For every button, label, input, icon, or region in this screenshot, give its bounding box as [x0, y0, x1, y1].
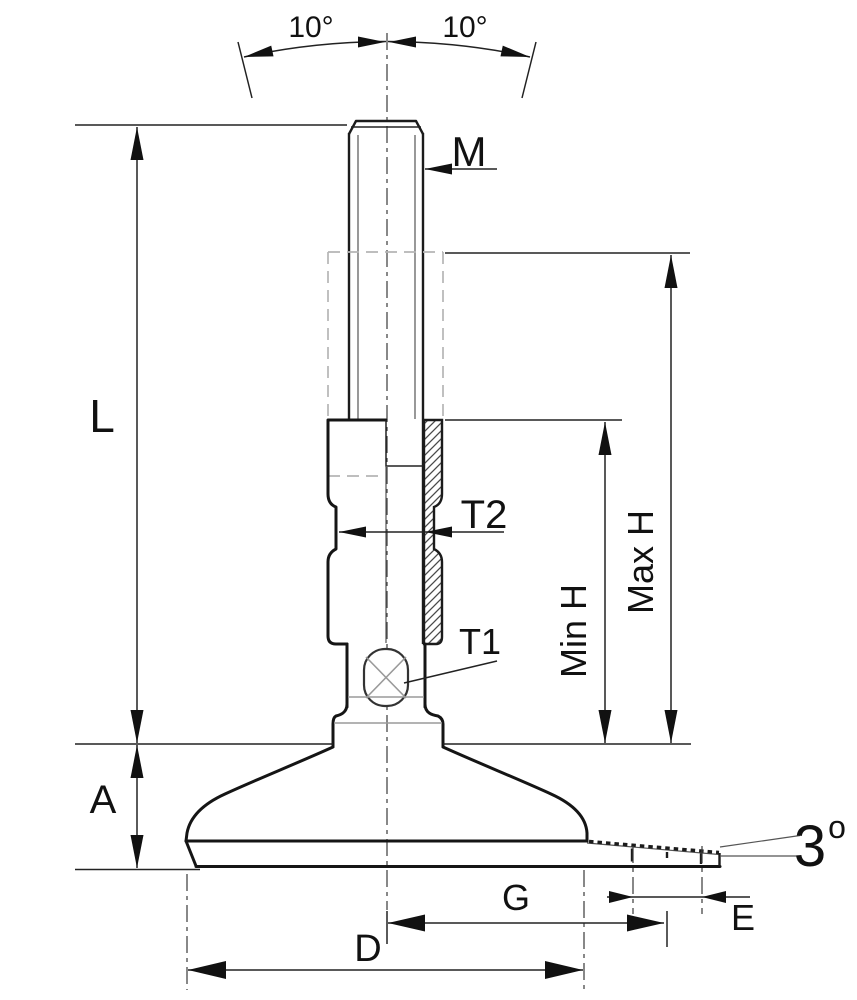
label-hole-offset: G [502, 877, 530, 918]
bottom-dimension-group: G D E 3 o [186, 809, 846, 992]
dim-hole-width: E [607, 891, 755, 938]
callout-ball-joint: T1 [403, 621, 501, 684]
dim-min-height: Min H [553, 422, 612, 743]
extension-lines [75, 124, 691, 871]
label-overall-length: L [89, 390, 115, 442]
serrated-tilt-edge [588, 839, 720, 855]
arc-arrow-right-outer [500, 45, 530, 57]
ball-joint [345, 642, 427, 709]
label-spanner-width: T2 [461, 493, 508, 537]
callout-thread-size: M [425, 128, 497, 175]
dim-base-height: A [90, 745, 144, 868]
label-base-tilt-value: 3 [794, 814, 826, 879]
swivel-angle-indicator: 10° 10° [237, 11, 537, 99]
callout-base-tilt: 3 o [719, 809, 846, 879]
label-swivel-angle-left: 10° [288, 11, 333, 44]
label-max-height: Max H [620, 510, 661, 614]
arc-arrow-left-outer [244, 45, 274, 57]
label-base-tilt-unit: o [828, 809, 846, 845]
label-min-height: Min H [553, 584, 594, 678]
callout-spanner-width: T2 [339, 493, 507, 538]
arc-arrow-right-inner [389, 36, 416, 48]
label-ball-joint: T1 [459, 621, 501, 662]
dim-base-diameter: D [188, 928, 583, 979]
label-base-height: A [90, 778, 117, 822]
label-swivel-angle-right: 10° [442, 11, 487, 44]
arc-arrow-left-inner [358, 36, 385, 48]
dim-max-height: Max H [620, 255, 678, 743]
dim-hole-offset: G [386, 877, 668, 947]
dim-overall-length: L [89, 127, 144, 743]
label-thread-size: M [452, 128, 487, 175]
label-hole-width: E [731, 897, 755, 938]
phantom-raised-position [327, 251, 444, 477]
label-base-diameter: D [354, 928, 381, 970]
foot-collar [331, 702, 445, 748]
foot-base [184, 745, 722, 868]
